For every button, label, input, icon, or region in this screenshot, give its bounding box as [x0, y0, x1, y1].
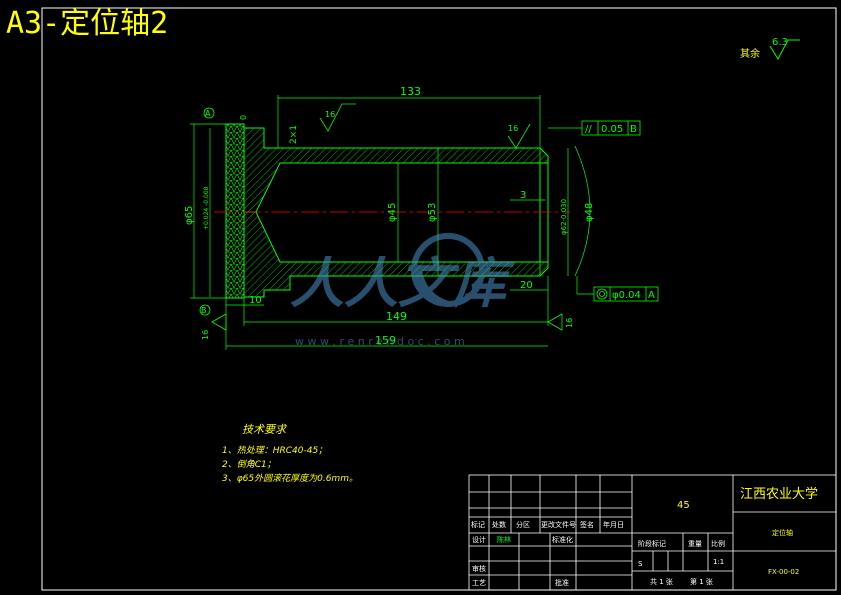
tb-process: 工艺	[472, 579, 486, 587]
parallel-value: 0.05	[601, 124, 623, 135]
datum-a-text: A	[205, 109, 211, 118]
title-block	[468, 474, 837, 591]
tb-sheet-no: 第 1 张	[690, 577, 713, 586]
surface-finish-value: 6.3	[772, 37, 788, 48]
tb-sheet-total: 共 1 张	[650, 577, 673, 586]
tb-drawing-no: FX-00-02	[768, 568, 799, 576]
datum-a-marker	[203, 107, 215, 119]
dim-3-text: 3	[520, 190, 526, 201]
watermark-url: w w w . r e n r e n d o c . c o m	[295, 335, 465, 348]
tb-design-name: 陈林	[497, 535, 511, 544]
tb-stage-s: S	[638, 560, 643, 568]
dim-flange-tol-text: +0.024 -0.008	[203, 186, 210, 230]
datum-b-text: B	[201, 306, 207, 315]
dim-small-left: 0	[239, 115, 248, 120]
roughness-b-text: 16	[508, 124, 518, 133]
surface-finish-label: 其余	[740, 47, 760, 60]
concentric-datum: A	[648, 290, 655, 301]
tb-part-name: 定位轴	[772, 528, 793, 537]
parallel-symbol: //	[585, 124, 592, 135]
dim-20-text: 20	[520, 280, 533, 291]
watermark-text: 人人文库	[290, 252, 515, 315]
tb-approve: 批准	[555, 578, 569, 587]
tb-h-sign: 签名	[580, 520, 594, 529]
roughness-symbol-d	[211, 313, 227, 331]
roughness-symbol-a	[319, 103, 356, 132]
dim-shaft-tol-text: φ62-0.030	[560, 199, 568, 235]
dim-d65-text: φ65	[184, 206, 195, 225]
parallel-datum: B	[630, 124, 637, 135]
tb-h-docno: 更改文件号	[541, 520, 576, 529]
drawing-frame	[41, 7, 837, 591]
dim-chamfer-label: 2×1	[289, 125, 299, 144]
bore-outline	[280, 162, 541, 263]
tb-standardize: 标准化	[552, 535, 573, 544]
tech-req-item-2: 2、倒角C1；	[222, 459, 276, 470]
roughness-symbol-b	[507, 123, 531, 149]
tb-stage-mark: 阶段标记	[638, 539, 666, 548]
dim-133-text: 133	[400, 85, 421, 98]
tb-h-date: 年月日	[603, 520, 624, 529]
roughness-c-text: 16	[565, 318, 574, 328]
tb-university: 江西农业大学	[740, 486, 818, 502]
roughness-symbol-c	[547, 313, 563, 331]
dim-149-text: 149	[386, 310, 407, 323]
tech-req-heading: 技术要求	[242, 423, 288, 436]
roughness-a-text: 16	[325, 110, 335, 119]
concentric-symbol-outer	[596, 288, 608, 300]
page-title: A3-定位轴2	[6, 6, 169, 41]
knurled-flange	[225, 123, 245, 299]
dim-10-text: 10	[249, 295, 262, 306]
dim-d53-text: φ53	[427, 203, 438, 222]
tb-h-count: 处数	[492, 520, 506, 529]
tb-scale-label: 比例	[711, 539, 725, 548]
tb-h-mark: 标记	[471, 520, 485, 529]
datum-b-marker	[199, 304, 211, 316]
tb-h-zone: 分区	[516, 520, 530, 529]
tech-req-item-3: 3、φ65外圆滚花厚度为0.6mm。	[222, 473, 358, 484]
concentric-value: φ0.04	[612, 290, 641, 301]
surface-finish-symbol	[769, 39, 800, 61]
watermark: 人人文库 w w w . r e n r e n d o c . c o m	[290, 233, 515, 348]
tb-design: 设计	[472, 535, 486, 544]
tb-review: 审核	[472, 564, 486, 573]
dim-d48-arc	[574, 145, 591, 277]
concentric-symbol-inner	[599, 291, 605, 297]
tech-req-item-1: 1、热处理：HRC40-45；	[222, 445, 327, 456]
tb-material: 45	[677, 500, 690, 511]
dim-d48-text: φ48	[584, 203, 595, 222]
dim-d45-text: φ45	[387, 203, 398, 222]
dim-159-text: 159	[375, 334, 396, 347]
tb-scale: 1:1	[713, 558, 724, 566]
roughness-d-text: 16	[201, 330, 210, 340]
tb-weight: 重量	[688, 540, 702, 548]
watermark-ring	[411, 233, 485, 307]
